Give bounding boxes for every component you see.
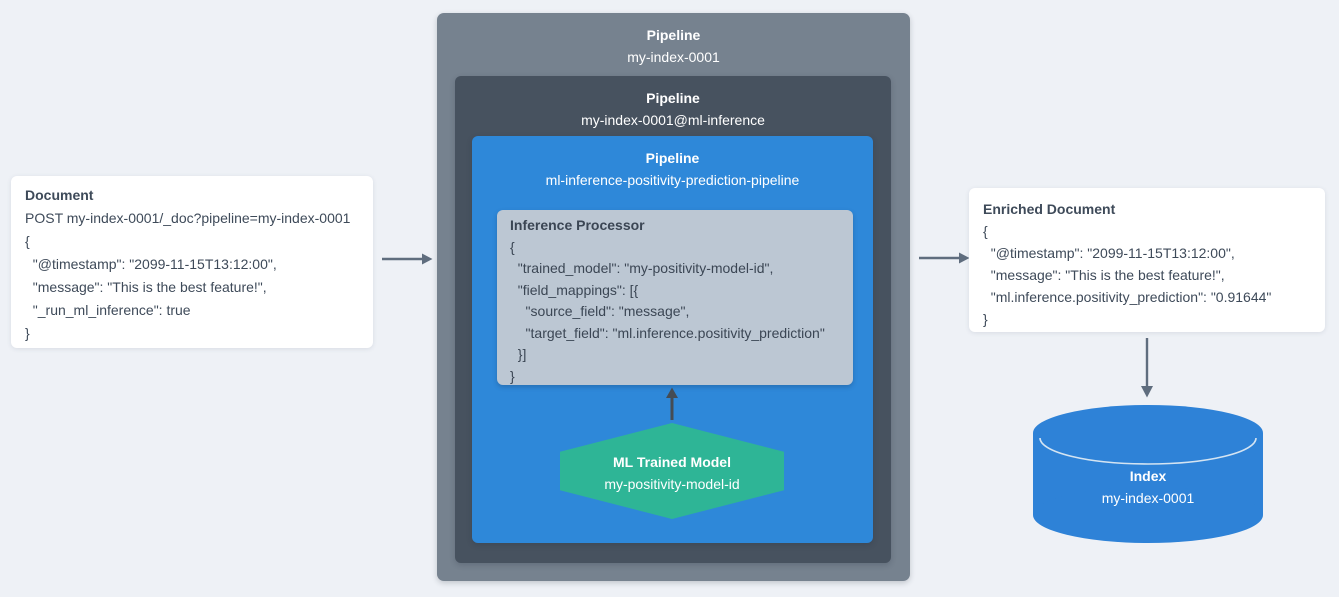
index-title: Index: [1129, 468, 1167, 484]
inference-processor-box: Inference Processor { "trained_model": "…: [497, 210, 853, 385]
arrow-document-to-pipeline: [382, 253, 433, 265]
pipeline-ml-inference-header: Pipeline my-index-0001@ml-inference: [455, 76, 891, 131]
arrow-head-icon: [666, 387, 678, 398]
pipeline-ml-inference-box: Pipeline my-index-0001@ml-inference Pipe…: [455, 76, 891, 563]
arrow-head-icon: [422, 253, 433, 265]
arrow-pipeline-to-enriched: [919, 252, 970, 264]
cylinder-bottom: [1033, 487, 1263, 543]
pipeline-ml-inference-name: my-index-0001@ml-inference: [581, 112, 765, 128]
arrow-head-icon: [959, 252, 970, 264]
ml-trained-model-title: ML Trained Model: [613, 454, 731, 470]
ml-trained-model-name: my-positivity-model-id: [604, 476, 740, 492]
enriched-document-code: { "@timestamp": "2099-11-15T13:12:00", "…: [983, 223, 1272, 327]
index-cylinder: [1033, 405, 1263, 543]
index-name: my-index-0001: [1101, 490, 1195, 506]
arrow-head-icon: [1141, 386, 1153, 398]
inference-processor-code: { "trained_model": "my-positivity-model-…: [510, 238, 825, 384]
document-card-title: Document: [25, 187, 94, 203]
enriched-document-title: Enriched Document: [983, 201, 1116, 217]
pipeline-ml-inference-label: Pipeline: [646, 90, 700, 106]
pipeline-outer-name: my-index-0001: [627, 49, 720, 65]
pipeline-prediction-header: Pipeline ml-inference-positivity-predict…: [472, 136, 873, 191]
cylinder-top: [1033, 405, 1263, 461]
enriched-document-card: Enriched Document { "@timestamp": "2099-…: [969, 188, 1325, 332]
document-card-code: POST my-index-0001/_doc?pipeline=my-inde…: [25, 210, 351, 341]
pipeline-outer-box: Pipeline my-index-0001 Pipeline my-index…: [437, 13, 910, 581]
arrow-model-to-processor: [666, 387, 678, 420]
pipeline-outer-label: Pipeline: [646, 27, 701, 43]
pipeline-prediction-label: Pipeline: [645, 150, 700, 166]
pipeline-outer-header: Pipeline my-index-0001: [437, 13, 910, 68]
document-card: Document POST my-index-0001/_doc?pipelin…: [11, 176, 373, 348]
arrow-enriched-to-index: [1141, 338, 1153, 398]
inference-processor-title: Inference Processor: [510, 217, 645, 233]
index-cylinder-label: Index my-index-0001: [1033, 465, 1263, 509]
pipeline-prediction-name: ml-inference-positivity-prediction-pipel…: [545, 172, 800, 188]
cylinder-rim-highlight: [1039, 437, 1257, 465]
